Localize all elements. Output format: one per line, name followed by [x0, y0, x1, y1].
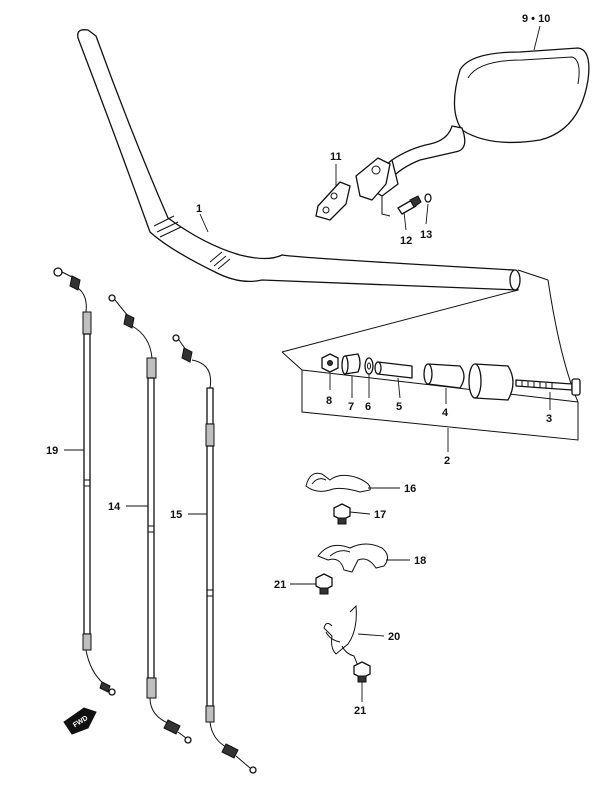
label-end-tube: 5 — [396, 401, 402, 413]
cable-clamp — [317, 543, 388, 573]
cable-19 — [53, 267, 116, 696]
label-handlebar: 1 — [196, 203, 202, 215]
handlebar — [77, 29, 549, 353]
label-cable-19: 19 — [46, 445, 58, 457]
label-clamp-bolt: 21 — [274, 579, 286, 591]
clip-bolt — [333, 503, 351, 525]
guide-bolt — [353, 661, 371, 683]
mirror-screw — [397, 195, 422, 215]
mirror-washer — [424, 193, 432, 203]
cable-clip-upper — [305, 472, 371, 493]
label-inner-weight: 4 — [442, 407, 449, 419]
cable-guide — [323, 604, 359, 667]
callout-labels: 9 • 10 11 1 12 13 8 7 6 5 4 3 2 16 17 18… — [46, 13, 552, 717]
label-end-weight-assembly: 2 — [444, 455, 450, 467]
label-mirror-washer: 13 — [420, 229, 432, 241]
label-clip-bolt: 17 — [374, 509, 386, 521]
label-end-bolt: 3 — [546, 413, 552, 425]
label-mirror: 9 • 10 — [522, 13, 550, 25]
end-collar — [341, 353, 361, 375]
label-cable-guide: 20 — [388, 631, 400, 643]
label-cable-14: 14 — [108, 501, 121, 513]
end-washer — [364, 357, 374, 375]
outer-weight — [468, 363, 514, 401]
label-mirror-bracket: 11 — [330, 151, 342, 163]
end-nut — [321, 353, 339, 373]
end-tube — [374, 361, 413, 379]
cable-15 — [172, 334, 257, 774]
label-cable-clip: 16 — [404, 483, 416, 495]
mirror — [371, 47, 590, 197]
label-end-collar: 7 — [348, 401, 354, 413]
label-mirror-screw: 12 — [400, 235, 412, 247]
label-cable-clamp: 18 — [414, 555, 426, 567]
label-cable-15: 15 — [170, 509, 182, 521]
cable-14 — [108, 294, 192, 744]
label-end-nut: 8 — [326, 395, 332, 407]
inner-weight — [423, 363, 465, 389]
label-guide-bolt: 21 — [354, 705, 366, 717]
label-end-washer: 6 — [365, 401, 371, 413]
forward-arrow-icon: FWD — [63, 707, 97, 735]
clamp-bolt — [315, 573, 333, 595]
leader-lines — [64, 25, 551, 702]
mirror-bracket — [315, 157, 391, 221]
end-bolt — [515, 378, 581, 396]
